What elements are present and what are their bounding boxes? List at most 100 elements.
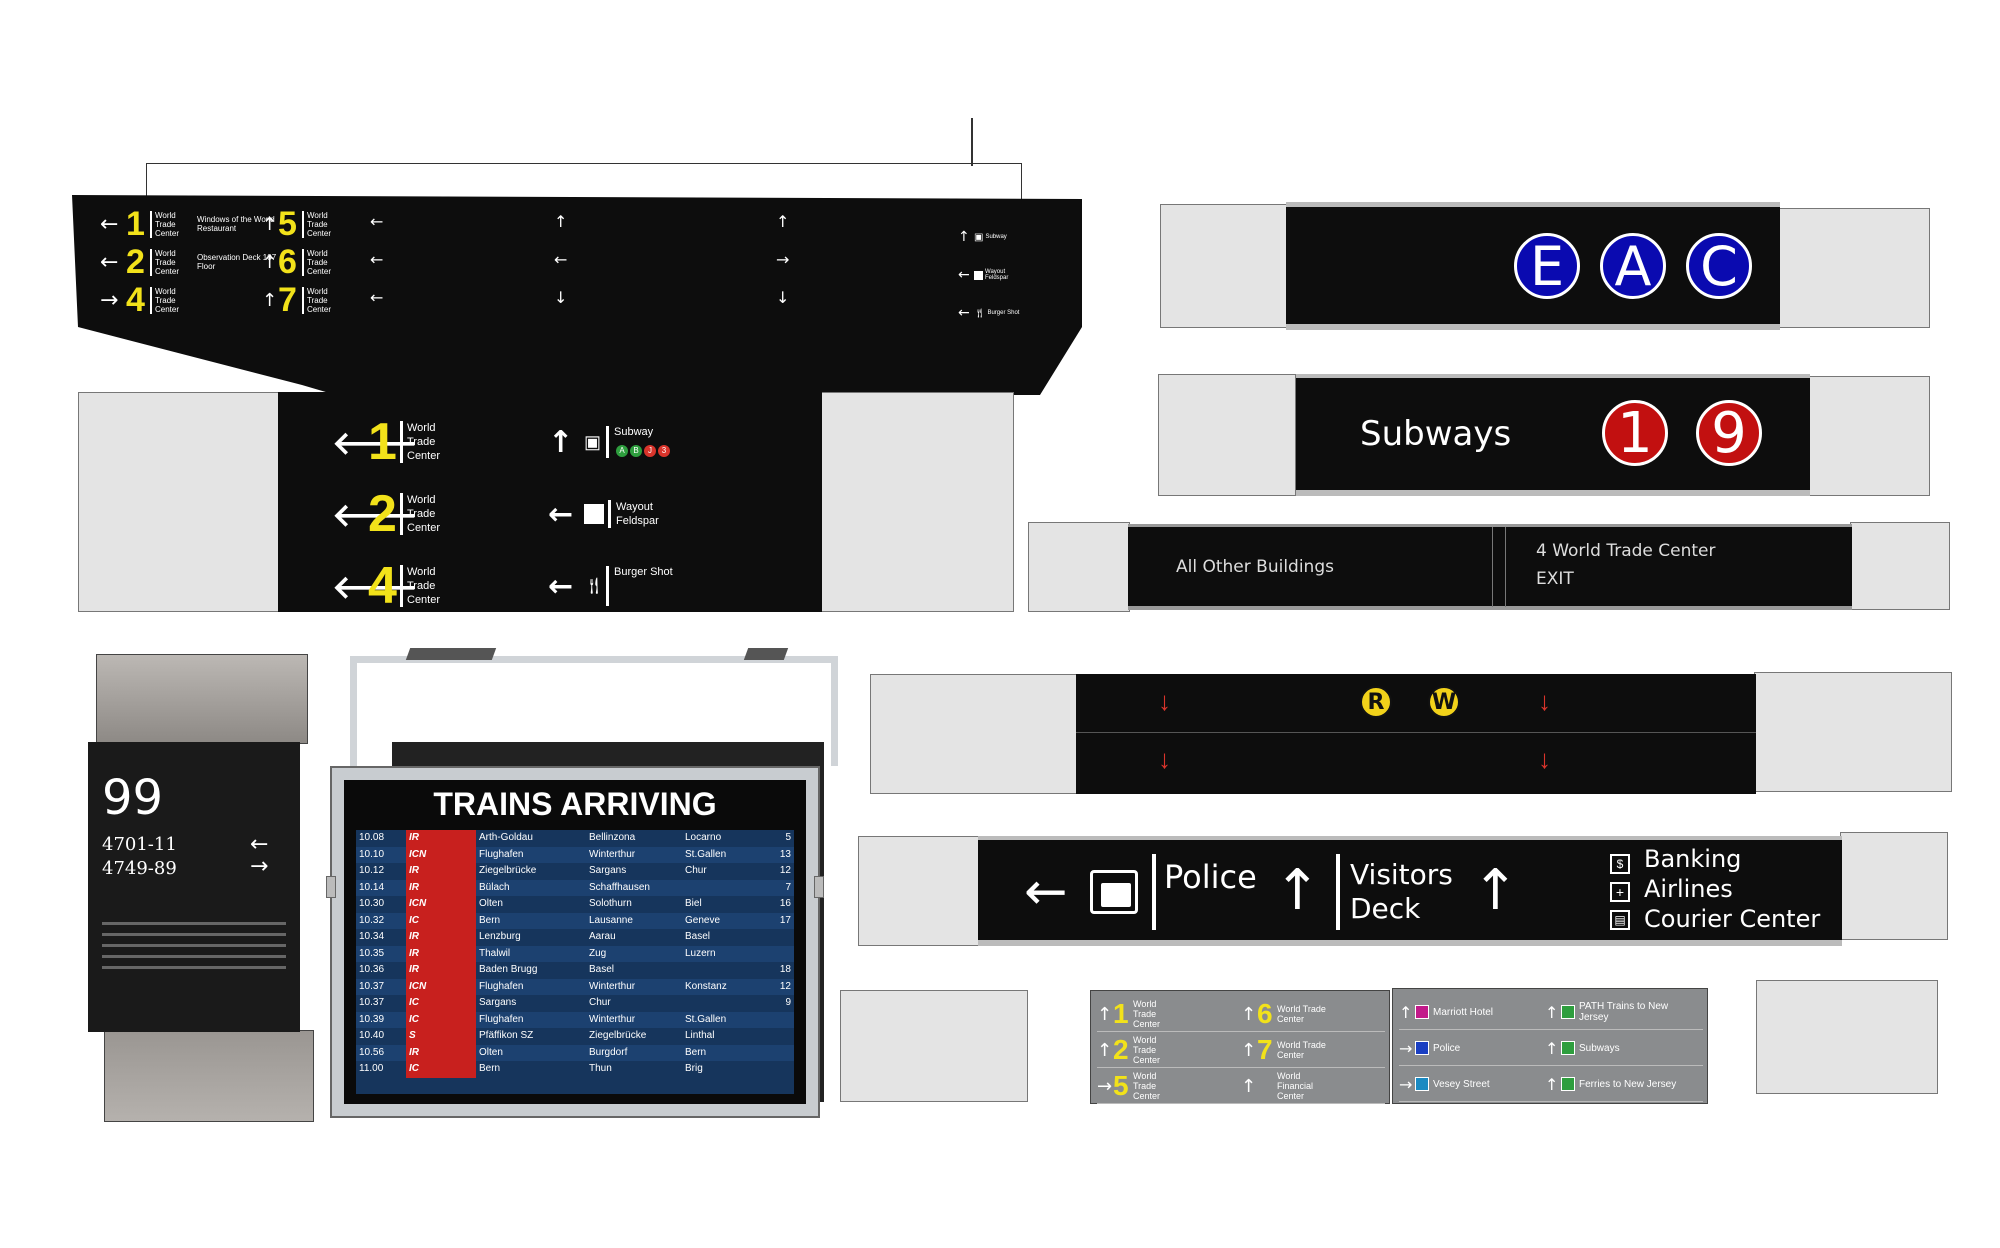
arrival-type: ICN: [406, 978, 476, 995]
arrow-left-icon: ←: [250, 832, 269, 857]
arrow-left-icon: 🡐: [332, 495, 418, 534]
board-clamp-right: [743, 648, 789, 660]
arrival-type: IR: [406, 830, 476, 847]
gray-label-2: World Trade Center: [1277, 1040, 1326, 1060]
overhead-faint-arrows: ← ← ← ↑ ← ↓ ↑ → ↓: [370, 212, 950, 322]
arrow-up-icon: ↑: [262, 289, 278, 311]
arrival-type: IC: [406, 995, 476, 1012]
arrow-up-icon: →: [1399, 1074, 1413, 1094]
arrow-left-icon: ←: [370, 250, 384, 269]
arrival-track: [768, 1045, 794, 1062]
buildings-left-label: All Other Buildings: [1176, 557, 1334, 577]
briefcase-icon: [1090, 870, 1138, 914]
gray-label-2: World Trade Center: [1277, 1004, 1326, 1024]
arrival-stop: Ziegelbrücke: [479, 865, 537, 876]
arrival-stop: Arth-Goldau: [479, 832, 533, 843]
gray-sign-right-cap: [1756, 980, 1938, 1094]
arrival-via: Chur: [589, 997, 611, 1008]
arrow-left-icon: ←: [1024, 862, 1068, 922]
big-num-1: 1: [368, 413, 397, 471]
arrow-up-icon: ↑: [1097, 1003, 1113, 1025]
big-sign-right-cap: [820, 392, 1014, 612]
line-9-badge: 9: [1696, 400, 1762, 466]
arrow-up-icon: ↑: [1241, 1075, 1257, 1097]
arrival-via: Winterthur: [589, 848, 636, 860]
arrival-stop: Olten: [479, 1046, 503, 1058]
overhead-small-subway-label: Subway: [985, 234, 1007, 240]
arrow-left-icon: ←: [548, 496, 574, 532]
pillar-range-1: 4701-11: [102, 834, 177, 855]
gray-label: World Trade Center: [1133, 1071, 1161, 1101]
gray-right-label-2: PATH Trains to New Jersey: [1579, 1001, 1669, 1023]
arrival-dest: St.Gallen: [685, 1013, 727, 1025]
line-r-badge: R: [1360, 686, 1392, 718]
arrival-track: [768, 929, 794, 946]
arrival-via: Aarau: [589, 931, 616, 942]
arrival-type: ICN: [406, 896, 476, 913]
fork-knife-icon: 🍴︎: [974, 307, 986, 318]
arrival-time: 10.40: [359, 1030, 385, 1041]
transit-icon: [1561, 1005, 1575, 1019]
arrival-track: [768, 946, 794, 963]
arrow-up-icon: ↑: [554, 212, 568, 231]
arrival-via: Ziegelbrücke: [589, 1030, 647, 1041]
arrival-time: 10.12: [359, 865, 385, 876]
overhead-num-2: 2: [126, 242, 145, 281]
subways-right-cap: [1808, 376, 1930, 496]
arrow-up-icon: ↑: [776, 212, 790, 231]
arrival-type: IR: [406, 863, 476, 880]
big-sign-panel: 🡐 1 World Trade Center 🡐 2 World Trade C…: [278, 392, 822, 615]
line-dot: B: [630, 445, 642, 457]
arrival-type: S: [406, 1028, 476, 1045]
police-divider: [1152, 854, 1156, 930]
arrival-time: 10.08: [359, 832, 385, 843]
overhead-num-1: 1: [126, 204, 145, 243]
arrival-time: 10.39: [359, 1013, 385, 1025]
arrival-time: 10.14: [359, 881, 385, 893]
overhead-small-wayout: ← Wayout Feldspar: [958, 256, 1038, 294]
eac-right-cap: [1778, 208, 1930, 328]
arrival-via: Winterthur: [589, 980, 636, 992]
big-sign-row-1: 🡐 1 World Trade Center: [332, 406, 455, 478]
pillar-top: [96, 654, 308, 744]
arrival-type: ICN: [406, 846, 476, 863]
arrival-via: Lausanne: [589, 914, 633, 926]
big-sign-row-2: 🡐 2 World Trade Center: [332, 478, 455, 550]
big-label-1: World Trade Center: [400, 421, 455, 463]
pillar-bottom: [104, 1030, 314, 1122]
arrival-stop: Flughafen: [479, 980, 524, 992]
overhead-row-6: ↑ 6 World Trade Center: [262, 243, 352, 281]
pillar-small-lines: [102, 914, 286, 977]
big-sign-left-cap: [78, 392, 280, 612]
pillar-number: 99: [102, 770, 164, 826]
arrow-left-icon: ←: [370, 288, 384, 307]
visitors-divider: [1336, 854, 1340, 930]
arrival-time: 10.34: [359, 931, 385, 942]
line-dot: J: [644, 445, 656, 457]
gray-right-label-2: Ferries to New Jersey: [1579, 1078, 1677, 1090]
big-sign-row-3: 🡐 4 World Trade Center: [332, 550, 455, 622]
square-icon: [974, 270, 983, 280]
overhead-label-1: World Trade Center: [150, 210, 191, 238]
train-icon: ▣: [974, 231, 984, 243]
visitors-label-1: Visitors: [1350, 858, 1453, 891]
arrow-down-icon: ↓: [1538, 744, 1551, 774]
arrow-up-icon: ↑: [548, 424, 574, 460]
arrival-track: 5: [785, 832, 791, 843]
overhead-row-7: ↑ 7 World Trade Center: [262, 281, 352, 319]
police-sign-panel: ← Police ↑ Visitors Deck ↑ $ + ▤ Banking…: [978, 836, 1842, 946]
overhead-label-6: World Trade Center: [302, 248, 343, 276]
arrival-time: 10.36: [359, 964, 385, 975]
big-sign-left-list: 🡐 1 World Trade Center 🡐 2 World Trade C…: [332, 406, 455, 622]
big-sign-burger-label: Burger Shot: [606, 566, 673, 606]
arrival-via: Schaffhausen: [589, 881, 650, 893]
